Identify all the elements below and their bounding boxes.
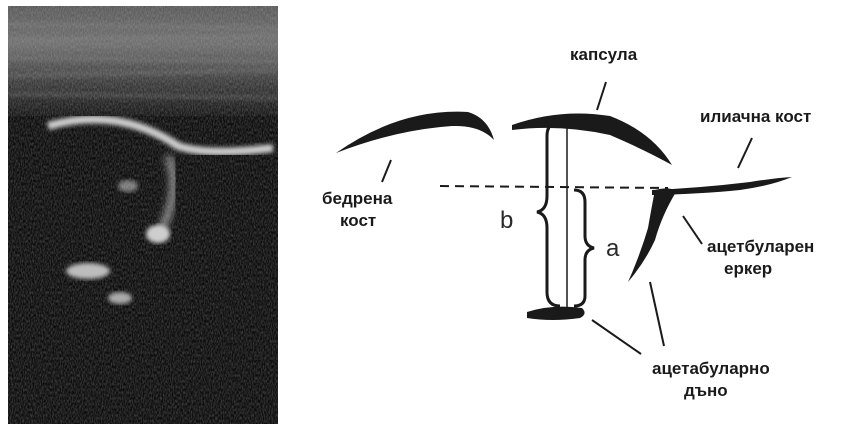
leader-acetabular-floor [592,320,641,354]
capsule-contour [512,113,672,165]
brace-a [574,190,594,306]
leader-capsule [597,82,606,110]
label-acetabular-floor-line2: дъно [684,381,728,400]
acetabular-roof-contour [628,188,676,282]
label-acetabular-roof-line1: ацетбуларен [707,237,814,256]
label-femur-line2: кост [340,211,376,230]
label-iliac-bone: илиачна кост [700,107,811,126]
label-acetabular-roof-line2: еркер [724,259,772,278]
label-acetabular-floor-line1: ацетабуларно [652,359,770,378]
brace-b [537,122,560,306]
label-femur-line1: бедрена [322,189,393,208]
label-measure-b: b [500,207,513,234]
leader-femur [382,160,391,182]
baseline-dashed-line [440,186,668,188]
label-measure-a: a [606,235,620,262]
leader-acetabular-roof [683,216,702,244]
leader-acetabular-floor-2 [650,282,664,346]
label-capsule: капсула [570,45,638,64]
femur-contour [336,112,494,153]
leader-iliac-bone [738,138,752,168]
acetabular-floor-contour [527,307,585,320]
